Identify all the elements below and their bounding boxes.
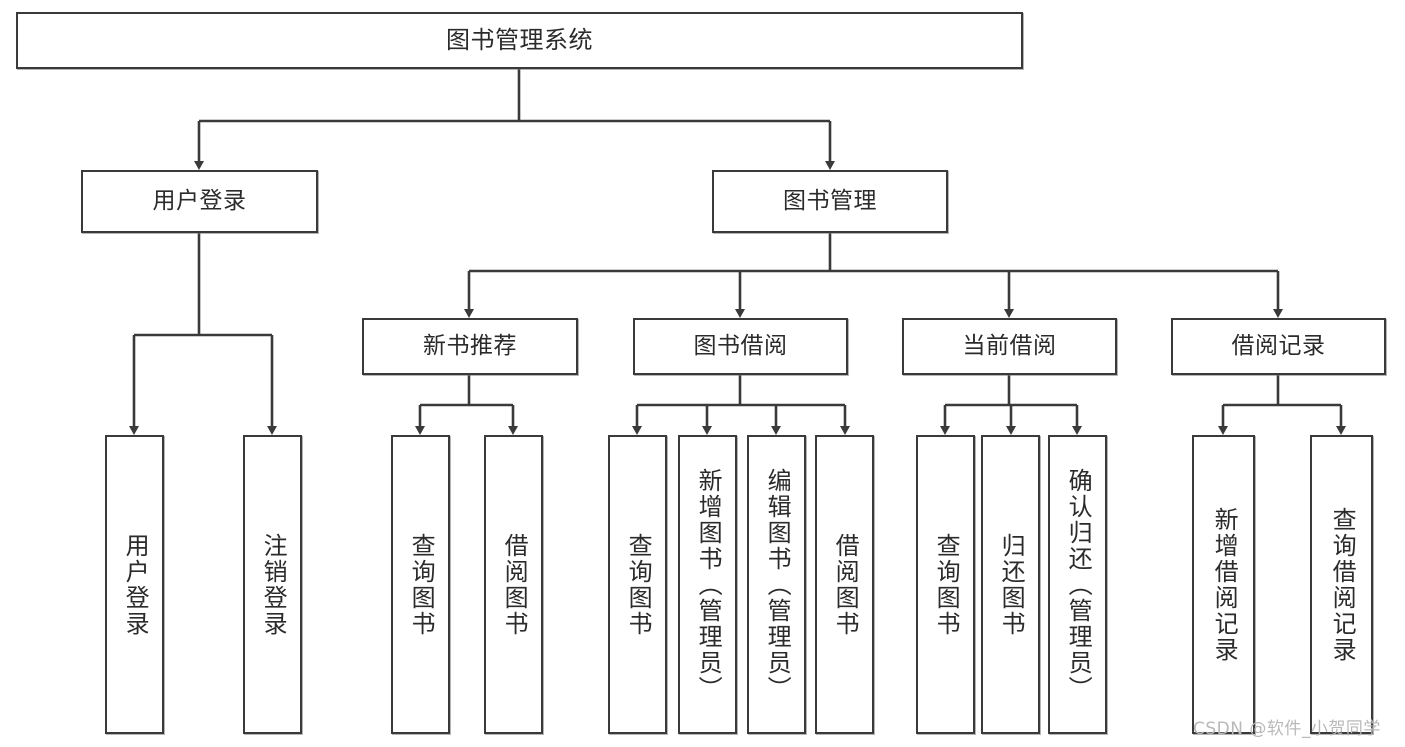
node-label: 新书推荐 xyxy=(423,332,517,359)
node-label: 用户登录 xyxy=(152,187,247,214)
leaf-query-book-current[interactable]: 查询图书 xyxy=(916,435,975,734)
leaf-edit-book-admin[interactable]: 编辑图书（管理员） xyxy=(747,435,806,734)
node-book-borrowing[interactable]: 图书借阅 xyxy=(633,318,848,375)
node-label: 当前借阅 xyxy=(962,332,1057,359)
node-label: 确认归还（管理员） xyxy=(1064,467,1093,702)
csdn-watermark: CSDN @软件_小贺同学 xyxy=(1193,719,1381,739)
node-root-book-management-system[interactable]: 图书管理系统 xyxy=(16,12,1023,69)
node-label: 查询图书 xyxy=(932,532,961,637)
node-label: 查询图书 xyxy=(624,532,653,637)
leaf-add-borrowing-record[interactable]: 新增借阅记录 xyxy=(1192,435,1255,734)
node-label: 借阅记录 xyxy=(1231,332,1326,359)
node-book-management[interactable]: 图书管理 xyxy=(712,170,948,233)
node-label: 图书管理系统 xyxy=(446,26,593,55)
leaf-logout[interactable]: 注销登录 xyxy=(243,435,302,734)
node-label: 归还图书 xyxy=(997,532,1026,637)
node-user-login[interactable]: 用户登录 xyxy=(81,170,318,233)
node-label: 编辑图书（管理员） xyxy=(763,467,792,702)
node-borrowing-record[interactable]: 借阅记录 xyxy=(1171,318,1386,375)
node-label: 新增图书（管理员） xyxy=(694,467,723,702)
node-new-book-recommendation[interactable]: 新书推荐 xyxy=(362,318,578,375)
leaf-user-login[interactable]: 用户登录 xyxy=(105,435,164,734)
node-label: 用户登录 xyxy=(121,532,150,637)
node-label: 注销登录 xyxy=(259,532,288,637)
leaf-confirm-return-admin[interactable]: 确认归还（管理员） xyxy=(1048,435,1107,734)
leaf-query-borrowing-record[interactable]: 查询借阅记录 xyxy=(1310,435,1373,734)
node-label: 图书管理 xyxy=(783,187,877,214)
leaf-query-book-borrowing[interactable]: 查询图书 xyxy=(608,435,667,734)
leaf-borrow-book-borrowing[interactable]: 借阅图书 xyxy=(815,435,874,734)
leaf-add-book-admin[interactable]: 新增图书（管理员） xyxy=(678,435,737,734)
node-label: 图书借阅 xyxy=(693,332,788,359)
node-current-borrowing[interactable]: 当前借阅 xyxy=(902,318,1117,375)
leaf-query-book-new-book[interactable]: 查询图书 xyxy=(391,435,450,734)
node-label: 新增借阅记录 xyxy=(1210,506,1239,663)
node-label: 借阅图书 xyxy=(500,532,529,637)
node-label: 借阅图书 xyxy=(831,532,860,637)
leaf-return-book[interactable]: 归还图书 xyxy=(981,435,1040,734)
node-label: 查询借阅记录 xyxy=(1328,506,1357,663)
node-label: 查询图书 xyxy=(407,532,436,637)
leaf-borrow-book-new-book[interactable]: 借阅图书 xyxy=(484,435,543,734)
